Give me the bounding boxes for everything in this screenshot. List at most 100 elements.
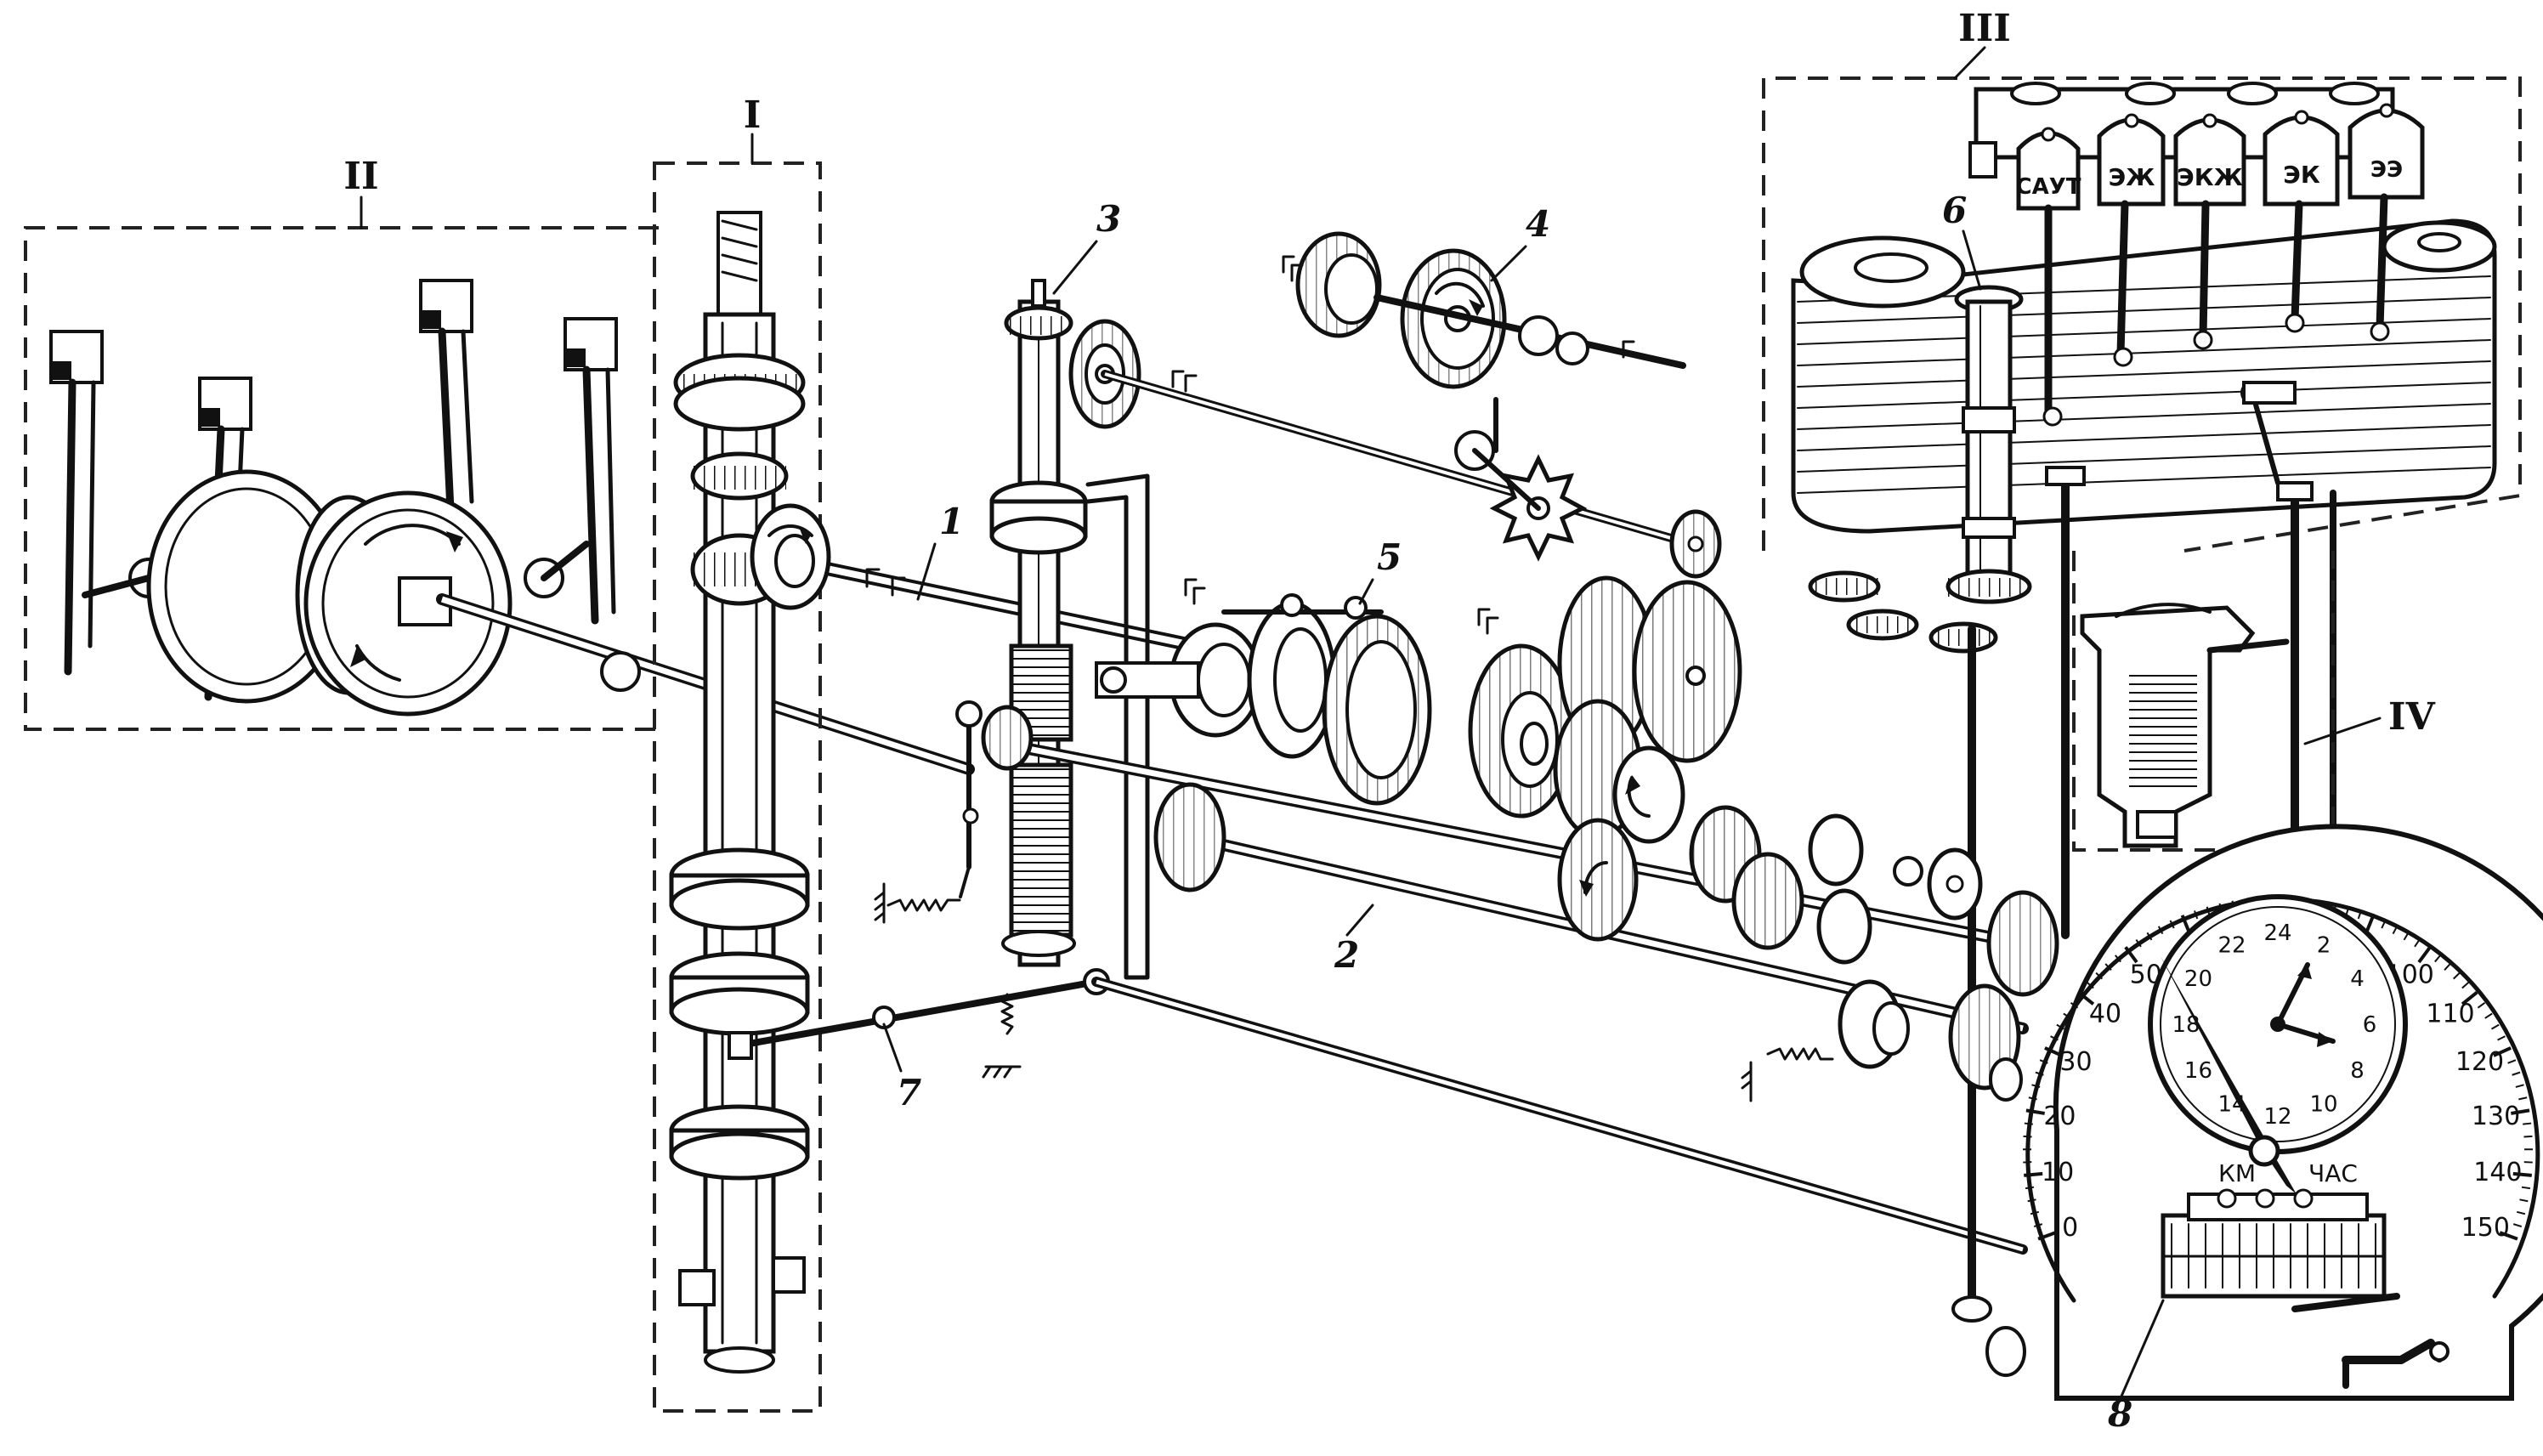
speed-minor-tick — [2023, 1135, 2032, 1138]
speed-scale-label: 130 — [2472, 1102, 2520, 1131]
shaft-collar — [669, 1104, 810, 1181]
speed-minor-tick — [2169, 920, 2175, 929]
speed-minor-tick — [2025, 1109, 2036, 1113]
speed-minor-tick — [2095, 972, 2103, 980]
callout-2: 2 — [1334, 934, 1359, 976]
speed-minor-tick — [2037, 1235, 2047, 1240]
spur-gear — [1808, 813, 1872, 965]
speed-minor-tick — [2490, 1023, 2500, 1030]
speed-minor-tick — [2044, 1047, 2053, 1052]
speed-minor-tick — [2194, 910, 2199, 920]
clock-number: 2 — [2317, 932, 2331, 958]
shaft-gear — [673, 353, 806, 432]
speed-minor-tick — [2056, 1023, 2065, 1030]
callout-5: 5 — [1377, 536, 1402, 578]
speed-minor-tick — [2078, 991, 2087, 999]
speed-minor-tick — [2369, 915, 2375, 924]
speed-minor-tick — [2086, 982, 2094, 989]
unit-4 — [1282, 231, 1686, 562]
unit-5-gear-train — [1095, 575, 1742, 844]
speed-minor-tick — [2414, 938, 2421, 948]
speed-minor-tick — [2434, 955, 2441, 963]
clock-number: 6 — [2363, 1012, 2377, 1038]
speed-minor-tick — [2345, 906, 2350, 915]
group-II-frame — [24, 226, 659, 731]
sensor-tag: ЭК — [2263, 110, 2340, 333]
group-II-label: II — [343, 155, 378, 198]
speed-scale-label: 110 — [2426, 1000, 2474, 1029]
speed-minor-tick — [2024, 1173, 2033, 1176]
callout-3: 3 — [1096, 198, 1121, 240]
speed-minor-tick — [2523, 1122, 2532, 1125]
clock-number: 18 — [2172, 1012, 2200, 1038]
group-III-frame — [1762, 76, 2522, 552]
speed-minor-tick — [2025, 1186, 2035, 1190]
contact-arm — [49, 330, 104, 676]
speed-minor-tick — [2028, 1096, 2037, 1101]
group-I-frame — [653, 161, 822, 1413]
speed-minor-tick — [2031, 1084, 2041, 1088]
speed-needle — [2161, 956, 2268, 1147]
speed-minor-tick — [2181, 915, 2187, 924]
speed-minor-tick — [2424, 946, 2431, 955]
speed-minor-tick — [2035, 1071, 2044, 1076]
speed-minor-tick — [2509, 1235, 2518, 1240]
lever-spring — [874, 700, 983, 924]
group-IV: IV — [2072, 551, 2436, 852]
clock-number: 20 — [2184, 966, 2212, 992]
svg-text:ЭК: ЭК — [2283, 161, 2320, 189]
shaft-collar — [669, 951, 810, 1036]
spur-gear — [1669, 509, 1722, 579]
speed-scale-label: 10 — [2042, 1158, 2074, 1187]
callout-7: 7 — [897, 1072, 921, 1113]
speed-minor-tick — [2507, 1059, 2517, 1064]
svg-text:САУТ: САУТ — [2016, 174, 2081, 200]
speed-minor-tick — [2523, 1135, 2533, 1138]
group-IV-label: IV — [2388, 695, 2436, 739]
speed-minor-tick — [2477, 1001, 2486, 1009]
spur-gear — [1468, 643, 1575, 819]
speed-scale-label: 0 — [2062, 1213, 2078, 1243]
speed-minor-tick — [2157, 926, 2164, 935]
clock-number: 22 — [2217, 932, 2246, 958]
speed-minor-tick — [2357, 910, 2362, 920]
speed-minor-tick — [2024, 1122, 2033, 1125]
spur-gear — [1731, 852, 1804, 950]
callout-4: 4 — [1526, 203, 1550, 245]
callout-1: 1 — [939, 501, 964, 542]
callout-8: 8 — [2107, 1393, 2132, 1435]
cam-disc-front — [295, 490, 513, 717]
group-IV-frame — [2072, 551, 2335, 852]
speed-minor-tick — [2523, 1173, 2532, 1176]
speed-minor-tick — [2484, 1012, 2493, 1019]
speed-minor-tick — [2115, 955, 2121, 963]
speed-scale-label: 140 — [2473, 1158, 2522, 1187]
speed-minor-tick — [2206, 906, 2211, 915]
speed-minor-tick — [2039, 1059, 2048, 1064]
spur-gear — [1153, 782, 1226, 892]
speed-minor-tick — [2070, 1001, 2079, 1009]
speed-minor-tick — [2392, 926, 2399, 935]
speed-minor-tick — [2520, 1109, 2530, 1113]
speed-minor-tick — [2050, 1035, 2059, 1041]
shaft-gear — [690, 451, 789, 501]
speed-scale-label: 30 — [2059, 1047, 2092, 1077]
sensor-tag: ЭКЖ — [2173, 113, 2246, 350]
tape-stack — [1791, 218, 2497, 534]
spur-gear — [1927, 847, 1983, 921]
speed-minor-tick — [2135, 938, 2142, 948]
speed-scale-label: 120 — [2455, 1047, 2504, 1077]
speed-minor-tick — [2515, 1084, 2524, 1088]
spur-gear — [1986, 890, 2059, 997]
clock-number: 12 — [2263, 1104, 2291, 1130]
speed-minor-tick — [2521, 1186, 2531, 1190]
clock-number: 4 — [2350, 966, 2365, 992]
group-II: II — [24, 155, 975, 775]
callout-6: 6 — [1942, 190, 1967, 231]
sensor-tag: ЭЖ — [2097, 113, 2166, 367]
clock-number: 24 — [2263, 921, 2291, 946]
group-III: III САУТ ЭЖ — [1762, 7, 2522, 1377]
